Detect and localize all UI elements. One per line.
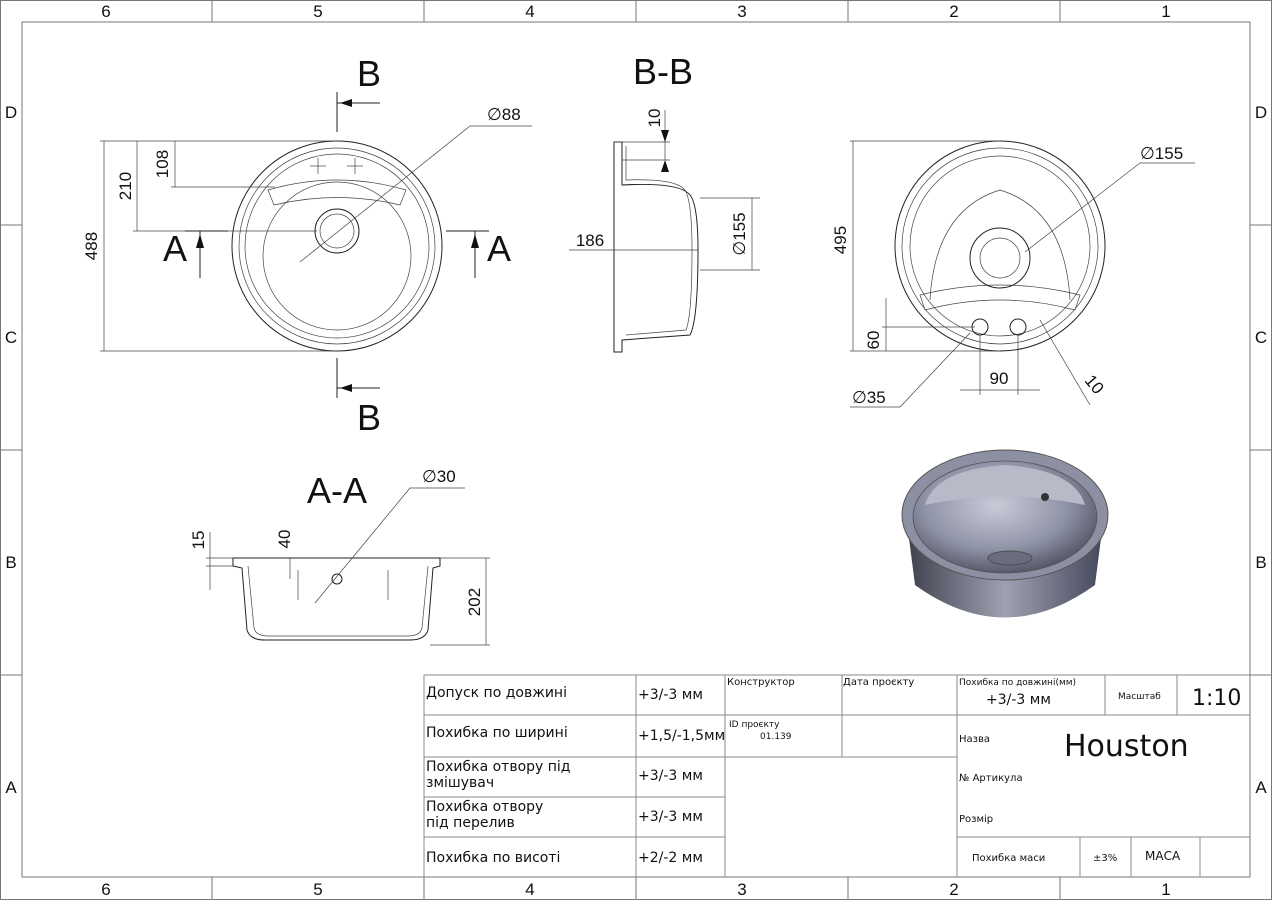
section-aa-view: A-A 15 40 202 ∅30 xyxy=(189,467,490,646)
mass-tolerance-value: ±3% xyxy=(1093,853,1117,864)
dim-drain-155: ∅155 xyxy=(1140,144,1183,163)
dim-108: 108 xyxy=(153,150,172,178)
scale-value: 1:10 xyxy=(1192,686,1241,711)
section-bb-title: B-B xyxy=(633,51,693,92)
section-bb-view: B-B 10 186 ∅155 xyxy=(569,51,760,353)
tolerance-label: Похибка по ширині xyxy=(426,725,568,741)
name-label: Назва xyxy=(959,734,990,745)
tolerance-label: Допуск по довжині xyxy=(426,685,567,701)
dim-aa-15: 15 xyxy=(189,531,208,550)
mass-tolerance-label: Похибка маси xyxy=(972,853,1045,864)
zone-col-6-bottom: 6 xyxy=(101,880,110,899)
section-aa-title: A-A xyxy=(307,470,367,511)
bottom-view: 495 60 90 10 ∅35 ∅155 xyxy=(831,140,1195,408)
designer-label: Конструктор xyxy=(727,677,795,688)
zone-row-a-right: A xyxy=(1255,778,1267,797)
tolerance-label: Похибка отвору під змішувач xyxy=(426,759,571,791)
zone-col-3: 3 xyxy=(737,2,746,21)
date-label: Дата проєкту xyxy=(843,677,914,688)
zone-col-5: 5 xyxy=(313,2,322,21)
tolerance-value: +3/-3 мм xyxy=(638,809,703,825)
dim-495: 495 xyxy=(831,226,850,254)
zone-col-1: 1 xyxy=(1161,2,1170,21)
product-name: Houston xyxy=(1064,729,1189,764)
title-block-grid xyxy=(423,674,1250,877)
project-id-label: ID проєкту xyxy=(729,720,780,730)
dim-60: 60 xyxy=(864,331,883,350)
zone-row-b: B xyxy=(5,553,16,572)
dim-488: 488 xyxy=(82,232,101,260)
zone-row-b-right: B xyxy=(1255,553,1266,572)
size-label: Розмір xyxy=(959,813,993,825)
project-id: 01.139 xyxy=(760,732,792,742)
zone-col-3-bottom: 3 xyxy=(737,880,746,899)
dim-aa-30: ∅30 xyxy=(422,467,456,486)
dim-bb-155: ∅155 xyxy=(730,212,749,255)
section-a-label-left: A xyxy=(163,228,187,269)
zone-col-1-bottom: 1 xyxy=(1161,880,1170,899)
mass-label: МАСА xyxy=(1145,849,1181,863)
zone-col-2-bottom: 2 xyxy=(949,880,958,899)
zone-col-6: 6 xyxy=(101,2,110,21)
length-tolerance-label: Похибка по довжині(мм) xyxy=(959,678,1076,688)
zone-col-2: 2 xyxy=(949,2,958,21)
section-b-label-bottom: B xyxy=(357,397,381,438)
zone-row-d-right: D xyxy=(1255,103,1267,122)
dim-bb-10: 10 xyxy=(645,109,664,128)
zone-row-c: C xyxy=(5,328,17,347)
tolerance-value: +3/-3 мм xyxy=(638,687,703,703)
tolerance-value: +2/-2 мм xyxy=(638,850,703,866)
zone-row-c-right: C xyxy=(1255,328,1267,347)
dim-overflow-35: ∅35 xyxy=(852,388,886,407)
zone-row-d: D xyxy=(5,103,17,122)
title-block: Допуск по довжині +3/-3 мм Похибка по ши… xyxy=(426,677,1241,866)
dim-aa-40: 40 xyxy=(275,530,294,549)
zone-col-4-bottom: 4 xyxy=(525,880,534,899)
dim-hole-88: ∅88 xyxy=(487,105,521,124)
length-tolerance-value: +3/-3 мм xyxy=(986,692,1051,708)
dim-210: 210 xyxy=(116,172,135,200)
tolerance-label: Похибка отвору під перелив xyxy=(426,799,544,831)
section-b-label-top: B xyxy=(357,53,381,94)
scale-label: Масштаб xyxy=(1118,692,1161,702)
dim-aa-202: 202 xyxy=(465,588,484,616)
zone-col-4: 4 xyxy=(525,2,534,21)
zone-labels: 6 5 4 3 2 1 6 5 4 3 2 1 D C B A D C B A xyxy=(5,2,1267,899)
article-label: № Артикула xyxy=(959,773,1023,784)
section-a-label-right: A xyxy=(487,228,511,269)
dim-bottom-10: 10 xyxy=(1081,371,1108,398)
sink-3d-render xyxy=(901,449,1109,618)
tolerance-value: +1,5/-1,5мм xyxy=(638,728,725,744)
tolerance-label: Похибка по висоті xyxy=(426,850,560,866)
zone-row-a: A xyxy=(5,778,17,797)
dim-90: 90 xyxy=(990,369,1009,388)
tolerance-value: +3/-3 мм xyxy=(638,768,703,784)
zone-col-5-bottom: 5 xyxy=(313,880,322,899)
top-view: 488 210 108 ∅88 B B A A xyxy=(82,53,532,438)
dim-bb-186: 186 xyxy=(576,231,604,250)
